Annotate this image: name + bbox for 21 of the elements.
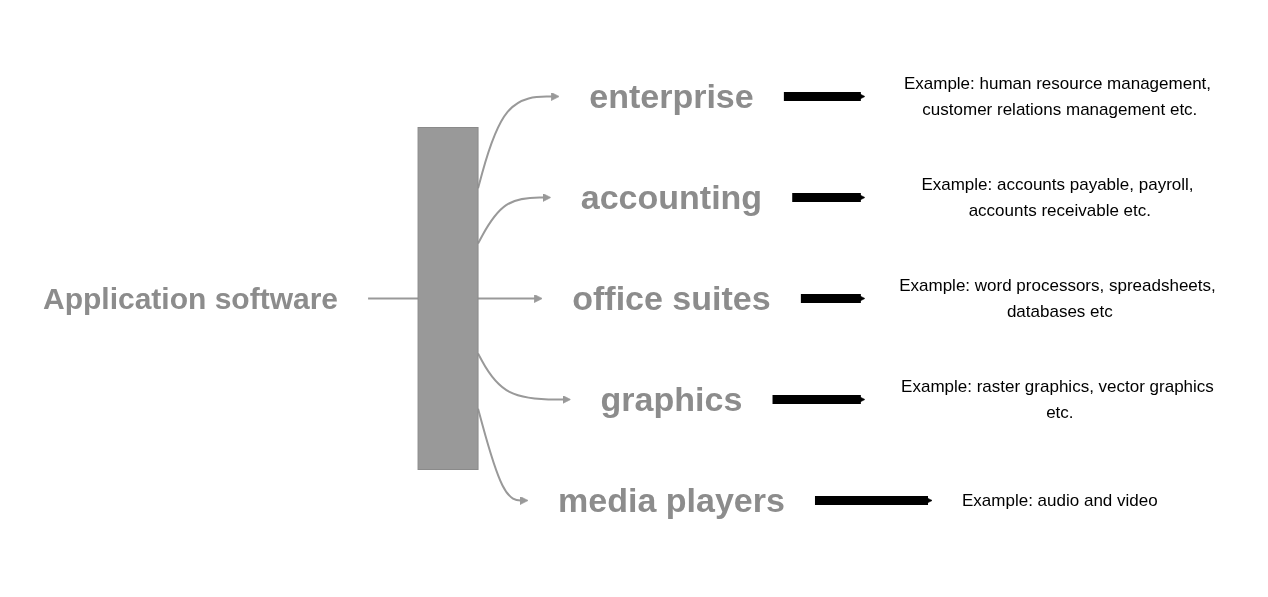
arrow <box>477 352 572 404</box>
arrow <box>477 193 552 245</box>
arrow <box>772 395 866 404</box>
arrow <box>477 294 543 303</box>
node-text: Example: word processors, spreadsheets, databases etc <box>899 276 1216 321</box>
node-text: office suites <box>572 279 771 317</box>
node-text: media players <box>558 481 785 519</box>
node-text: Application software <box>43 282 339 315</box>
node-text: Example: human resource management, customer relations management etc. <box>904 74 1212 119</box>
node-text: accounting <box>580 178 763 216</box>
arrow <box>783 92 866 101</box>
arrow <box>814 496 933 505</box>
node-text: Example: raster graphics, vector graphics etc. <box>901 377 1214 422</box>
node-text: Example: accounts payable, payroll, accounts receivable etc. <box>921 175 1194 220</box>
node-text: enterprise <box>589 77 754 115</box>
node-text: graphics <box>600 380 743 418</box>
node-text: Example: audio and video <box>962 490 1158 510</box>
arrow <box>800 294 866 303</box>
node-bar <box>417 127 479 470</box>
connector <box>367 297 420 300</box>
arrow <box>792 193 866 202</box>
